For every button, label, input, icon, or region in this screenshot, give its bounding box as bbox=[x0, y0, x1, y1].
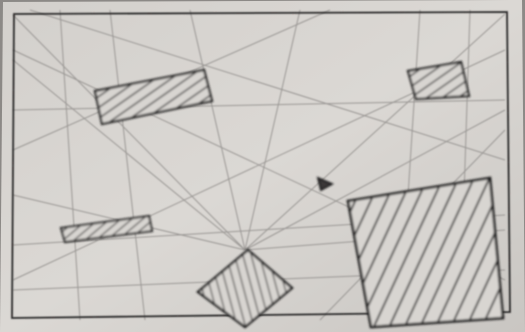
hatched-quadrilateral-large bbox=[348, 178, 503, 327]
